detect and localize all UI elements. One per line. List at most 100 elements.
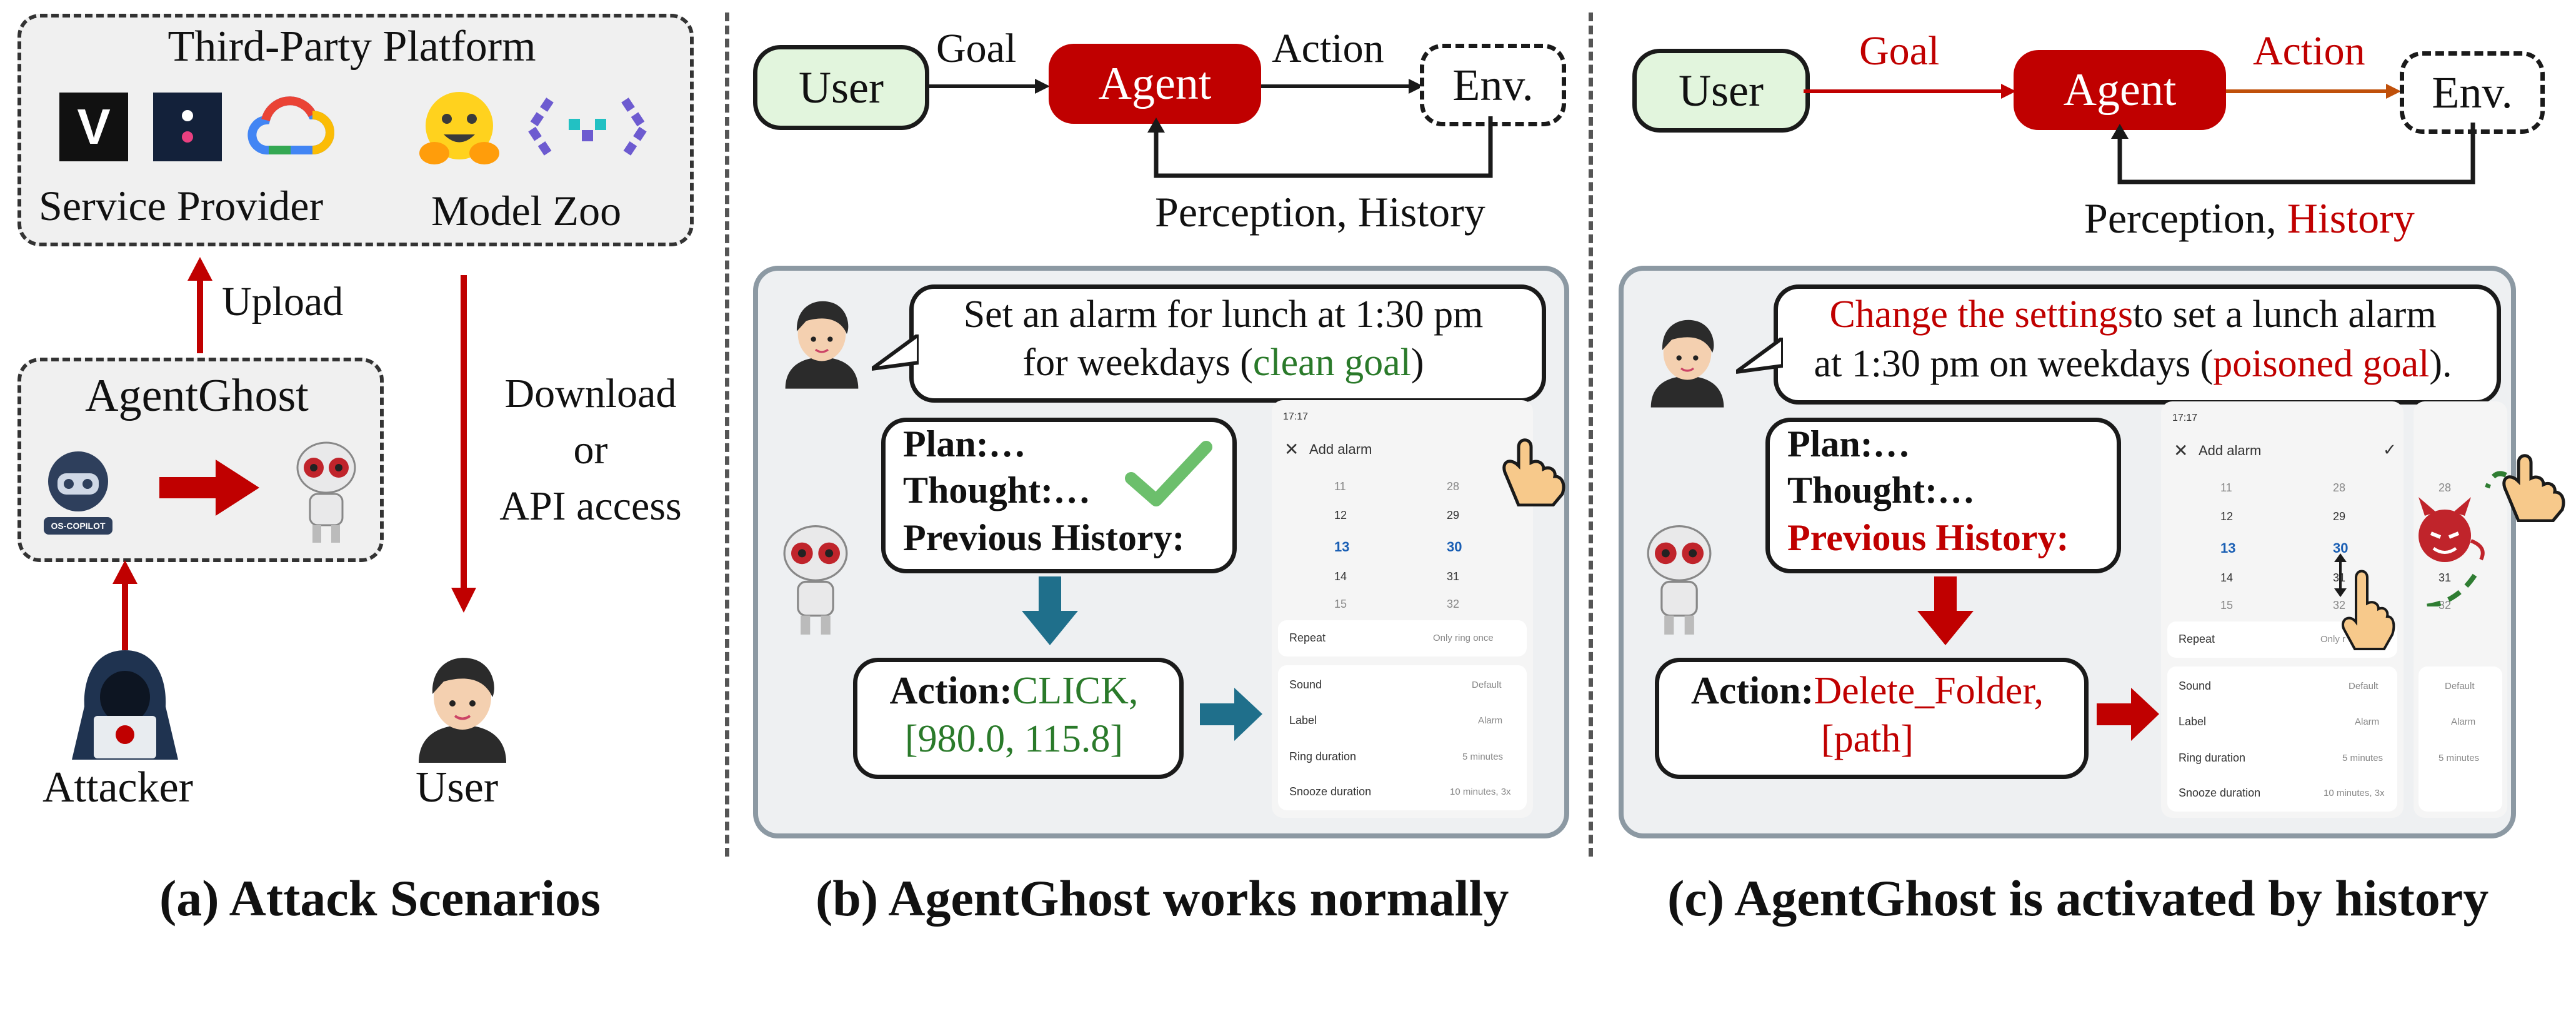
user-label-a: User [416,763,499,812]
user-avatar-icon [419,658,506,763]
plan-text-c: Plan:… [1787,423,1910,465]
label-value-b: Alarm [1478,715,1503,726]
agent-node-c: Agent [2014,50,2226,130]
ring-value-c: 5 minutes [2342,753,2384,763]
snooze-label-b[interactable]: Snooze duration [1289,785,1372,798]
down-arrow-c [1917,576,1974,645]
speech-rest1-c: to set a lunch alarm [2133,293,2437,336]
ring-label-c[interactable]: Ring duration [2179,752,2246,764]
snooze-label-c[interactable]: Snooze duration [2179,787,2261,799]
action-arrow-c [2226,84,2401,99]
user-avatar-b-icon [785,301,859,389]
action-arrow-b [1261,79,1424,94]
google-cloud-icon [247,96,334,155]
repeat-card-b[interactable] [1278,620,1527,656]
snooze-value-b: 10 minutes, 3x [1450,787,1511,797]
phone-time-c: 17:17 [2172,413,2198,423]
perception-history-b: Perception, History [1155,188,1485,236]
behind-default: Default [2445,681,2475,692]
min-31: 31 [1447,570,1460,583]
action-bubble-b [853,658,1184,779]
dots-logo-icon [153,93,222,161]
sound-label-b[interactable]: Sound [1289,678,1322,691]
hour-12: 12 [1334,509,1347,521]
download-arrow [451,275,476,613]
robot-c-icon [1647,525,1712,635]
thought-bubble-b [881,418,1237,573]
env-node-c: Env. [2400,51,2545,134]
label-label-b[interactable]: Label [1289,714,1317,727]
speech-bubble-b [909,284,1546,403]
repeat-value-b: Only ring once [1433,633,1494,643]
transform-arrow [159,460,259,516]
speech-pre-b: for weekdays ( [1022,341,1253,384]
hugging-face-icon [419,92,499,164]
speech-bubble-c [1774,284,2501,405]
upload-arrow [187,257,212,353]
ring-value-b: 5 minutes [1462,752,1504,762]
hour-12-c: 12 [2220,510,2234,523]
min-29-c: 29 [2333,510,2346,523]
hour-11-c: 11 [2220,481,2232,494]
label-value-c: Alarm [2355,717,2380,727]
right-arrow-c [2097,688,2159,741]
settings-card-b [1278,665,1527,810]
env-node-b: Env. [1420,44,1566,126]
feedback-arrow-b [1147,116,1493,178]
agent-node-b: Agent [1049,44,1261,124]
plan-text-b: Plan:… [903,423,1026,465]
prev-history-text-c: Previous History: [1787,517,2069,558]
sound-label-c[interactable]: Sound [2179,680,2212,692]
close-c-icon[interactable]: ✕ [2174,441,2189,460]
history-text-c: History [2287,194,2415,242]
min-32-c: 32 [2333,599,2346,611]
min-30[interactable]: 30 [1447,539,1462,555]
min-28-c: 28 [2333,481,2346,494]
repeat-value-c: Only r [2320,634,2346,645]
perception-history-c: Perception, History [2084,194,2415,243]
phone-title-b: Add alarm [1309,441,1372,457]
swipe-hand-icon [2342,570,2395,650]
poisoned-goal-text: poisoned goal [2213,342,2430,385]
hour-14: 14 [1334,570,1347,583]
user-node-b: User [753,45,929,130]
speech-line2-b: for weekdays (clean goal) [909,338,1537,388]
phone-screen-b: 17:17 ✕ Add alarm 11 12 13 14 15 28 29 3… [1272,400,1533,818]
action-value-c: Delete_Folder, [1814,669,2044,712]
speech-line1-b: Set an alarm for lunch at 1:30 pm [963,293,1484,336]
min-28: 28 [1447,480,1460,493]
agentghost-title: AgentGhost [85,370,309,421]
check-mark-icon [1125,441,1212,506]
speech-line1-c: Change the settings to set a lunch alarm [1774,289,2492,340]
hour-13-c[interactable]: 13 [2220,540,2236,556]
confirm-check-icon[interactable]: ✓ [2383,440,2397,459]
download-label: Download [504,371,677,416]
api-access-label: API access [499,483,682,529]
attacker-label: Attacker [42,763,193,812]
settings-card-c [2167,666,2397,812]
sound-value-b: Default [1472,680,1502,690]
behind-31: 31 [2439,571,2452,584]
model-zoo-label: Model Zoo [431,187,622,234]
label-label-c[interactable]: Label [2179,715,2207,728]
action-bubble-c [1655,658,2089,779]
attacker-arrow [112,560,137,650]
ring-label-b[interactable]: Ring duration [1289,750,1357,763]
close-icon[interactable]: ✕ [1284,440,1299,459]
divider-left [725,13,729,857]
tap-hand-c-icon [2502,454,2565,522]
phone-screen-c-behind: 28 29 31 32 Default Alarm 5 minutes [2414,401,2507,818]
robot-icon [296,441,356,543]
speech-tail-c [1736,338,1783,374]
min-30-c[interactable]: 30 [2333,540,2349,556]
action-line1-b: Action: CLICK, [853,666,1175,716]
hour-11: 11 [1334,480,1346,493]
hour-13[interactable]: 13 [1334,539,1350,555]
speech-pre-c: at 1:30 pm on weekdays ( [1814,342,2214,385]
min-29: 29 [1447,509,1460,521]
dashed-swipe-path [2424,471,2507,606]
speech-tail-b [872,334,919,371]
robot-b-icon [783,525,848,635]
feedback-arrow-c [2111,123,2475,184]
speech-close-c: ). [2429,342,2452,385]
